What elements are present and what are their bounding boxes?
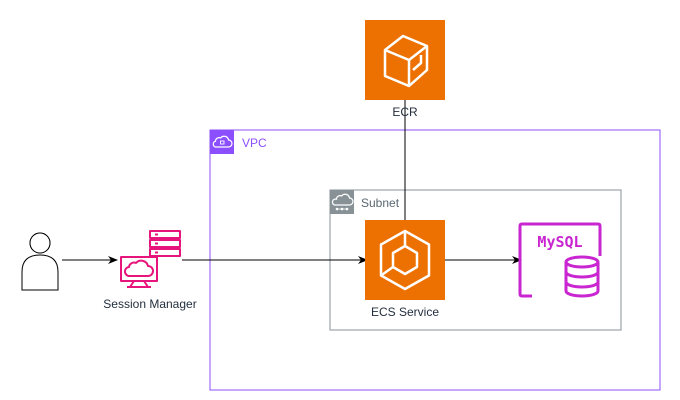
ecr-node[interactable]: ECR [365,20,445,119]
ecs-service-label: ECS Service [371,305,439,319]
vpc-icon [210,130,234,154]
mysql-database-icon: MySQL [518,222,602,298]
user-icon [21,232,59,291]
session-manager-label: Session Manager [103,297,196,311]
ecs-icon [365,220,445,300]
user-node[interactable] [21,232,59,291]
mysql-node[interactable]: MySQL [518,222,602,298]
vpc-label: VPC [242,136,267,150]
session-manager-node[interactable]: Session Manager [103,230,197,311]
edges [62,100,522,264]
ecr-icon [365,20,445,100]
mysql-label: MySQL [537,233,582,251]
subnet-label: Subnet [361,196,400,210]
ecs-service-node[interactable]: ECS Service [365,220,445,319]
subnet-icon [330,190,354,214]
ecr-label: ECR [392,105,418,119]
session-manager-icon [120,230,181,288]
